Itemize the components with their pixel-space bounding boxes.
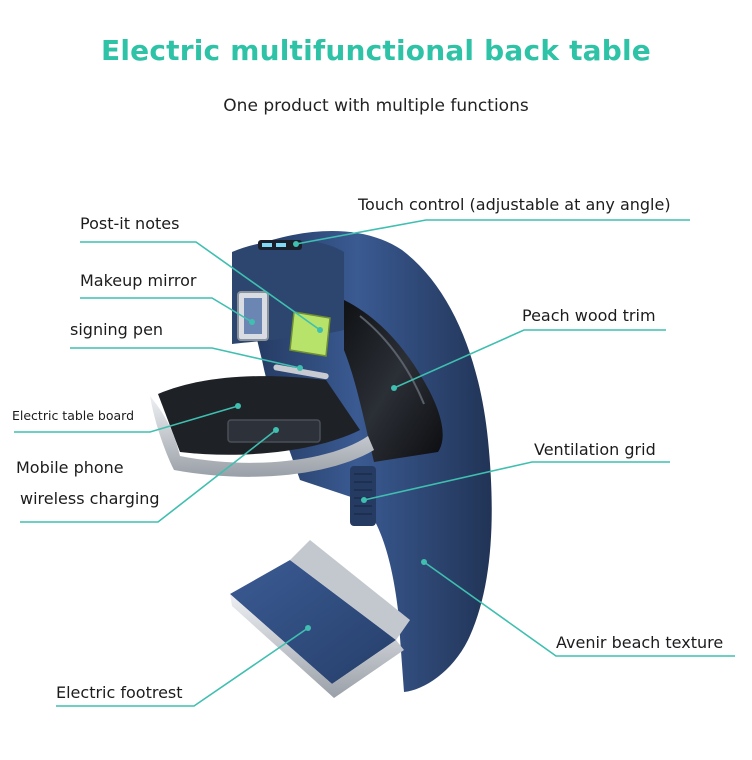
leader-lines bbox=[14, 219, 735, 707]
signing-pen bbox=[273, 364, 329, 380]
label-makeup-mirror: Makeup mirror bbox=[80, 271, 197, 290]
peach-wood-trim bbox=[344, 300, 443, 462]
leader-wireless-charging bbox=[20, 429, 277, 523]
post-it-notes bbox=[289, 311, 331, 357]
label-post-it-notes: Post-it notes bbox=[80, 214, 180, 233]
leader-peach-wood bbox=[393, 329, 666, 389]
label-touch-control: Touch control (adjustable at any angle) bbox=[358, 195, 671, 214]
leader-touch-control bbox=[295, 219, 690, 245]
label-mobile-phone: Mobile phone bbox=[16, 458, 124, 477]
label-electric-table-board: Electric table board bbox=[12, 408, 135, 423]
label-ventilation-grid: Ventilation grid bbox=[534, 440, 656, 459]
label-wireless-charging: wireless charging bbox=[20, 489, 160, 508]
page-subtitle: One product with multiple functions bbox=[223, 96, 529, 116]
leader-signing-pen bbox=[70, 347, 301, 369]
label-signing-pen: signing pen bbox=[70, 320, 164, 339]
leader-avenir-beach bbox=[423, 561, 735, 657]
ventilation-grid bbox=[350, 466, 376, 526]
label-electric-footrest: Electric footrest bbox=[56, 683, 183, 702]
page-title: Electric multifunctional back table bbox=[101, 34, 651, 67]
leader-dots bbox=[235, 241, 427, 631]
leader-ventilation bbox=[363, 461, 670, 501]
label-avenir-beach-texture: Avenir beach texture bbox=[556, 633, 724, 652]
leader-table-board bbox=[14, 405, 239, 433]
leader-footrest bbox=[56, 627, 309, 707]
label-peach-wood-trim: Peach wood trim bbox=[522, 306, 656, 325]
electric-footrest bbox=[230, 560, 396, 684]
leader-post-it bbox=[80, 241, 321, 331]
leader-makeup-mirror bbox=[80, 297, 253, 323]
